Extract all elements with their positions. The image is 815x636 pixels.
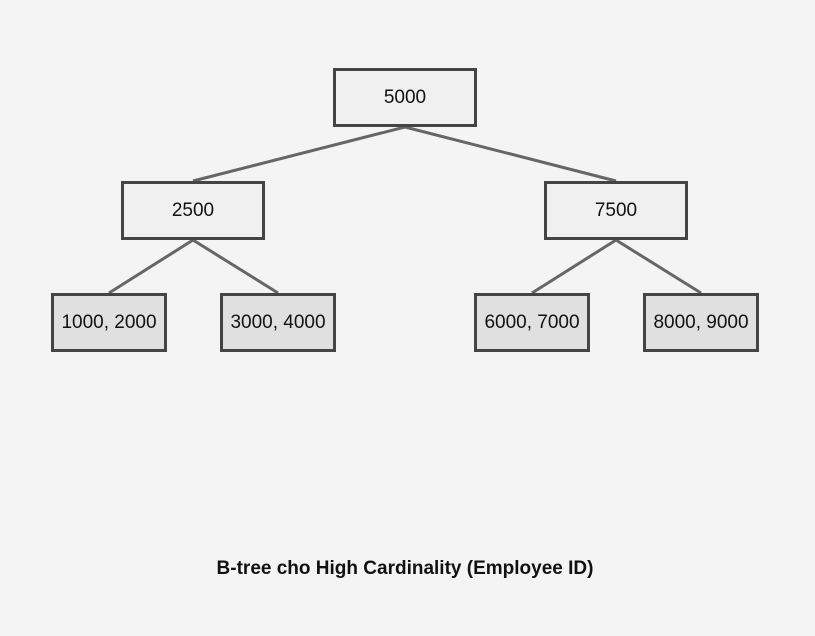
edge-right-leaf-4 [615,238,702,295]
root-node: 5000 [333,68,477,127]
leaf-node-1: 1000, 2000 [51,293,167,352]
internal-node-left-label: 2500 [171,199,215,221]
edge-root-right [404,125,617,183]
internal-node-right-label: 7500 [594,199,638,221]
leaf-node-2-label: 3000, 4000 [230,311,326,333]
leaf-node-3-label: 6000, 7000 [484,311,580,333]
edge-left-leaf-1 [108,238,194,295]
internal-node-right: 7500 [544,181,688,240]
internal-node-left: 2500 [121,181,265,240]
root-node-label: 5000 [383,86,427,108]
edge-root-left [192,125,406,183]
leaf-node-4-label: 8000, 9000 [653,311,749,333]
leaf-node-3: 6000, 7000 [474,293,590,352]
edge-left-leaf-2 [192,238,279,295]
edge-right-leaf-3 [531,238,617,295]
diagram-caption: B-tree cho High Cardinality (Employee ID… [216,558,594,579]
leaf-node-1-label: 1000, 2000 [61,311,157,333]
leaf-node-4: 8000, 9000 [643,293,759,352]
leaf-node-2: 3000, 4000 [220,293,336,352]
